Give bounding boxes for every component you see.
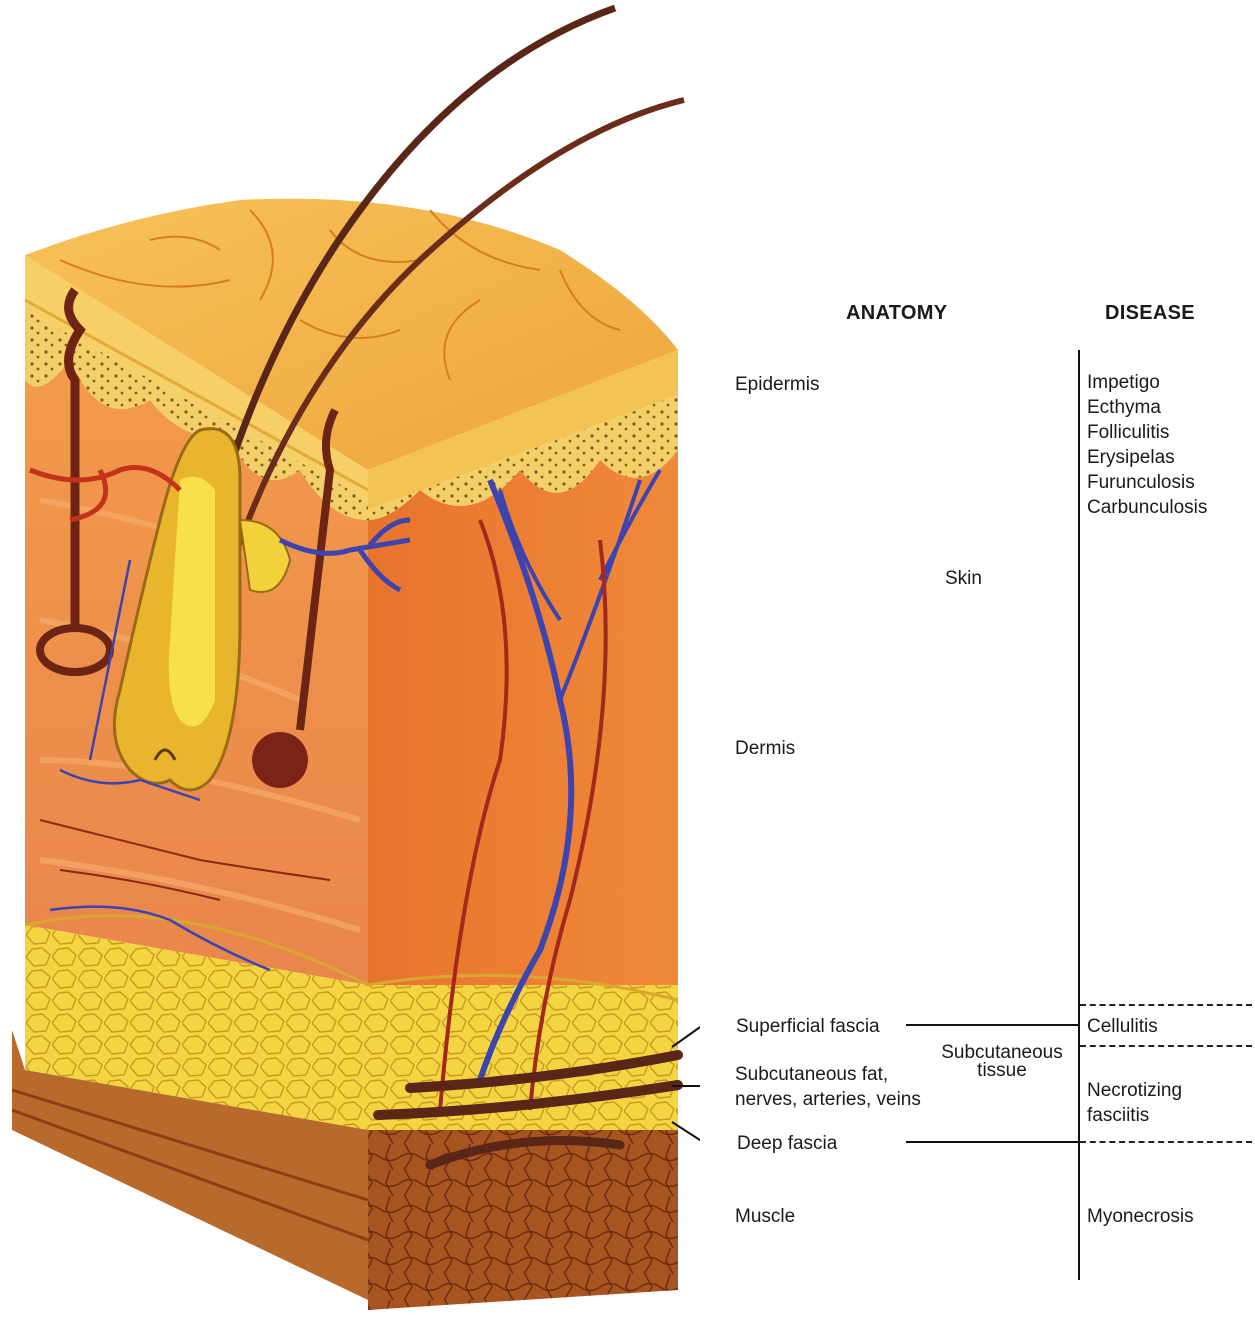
disease-carbunculosis: Carbunculosis	[1087, 495, 1207, 520]
dashed-divider-middle	[1080, 1045, 1252, 1047]
label-deep-fascia: Deep fascia	[737, 1131, 837, 1156]
disease-myonecrosis: Myonecrosis	[1087, 1204, 1194, 1229]
disease-erysipelas: Erysipelas	[1087, 445, 1207, 470]
superficial-fascia-line	[906, 1024, 1078, 1026]
label-muscle: Muscle	[735, 1204, 795, 1229]
label-subcutaneous-tissue-line2: tissue	[934, 1058, 1070, 1083]
label-epidermis: Epidermis	[735, 372, 819, 397]
skin-disease-list: Impetigo Ecthyma Folliculitis Erysipelas…	[1087, 370, 1207, 520]
label-subcutaneous-fat-line1: Subcutaneous fat,	[735, 1062, 888, 1087]
label-subcutaneous-fat-line2: nerves, arteries, veins	[735, 1087, 921, 1112]
dashed-divider-top	[1080, 1004, 1252, 1006]
dashed-divider-bottom	[1080, 1141, 1252, 1143]
label-superficial-fascia: Superficial fascia	[736, 1014, 880, 1039]
anatomy-header: ANATOMY	[846, 302, 947, 325]
skin-cross-section-illustration	[0, 0, 700, 1318]
disease-furunculosis: Furunculosis	[1087, 470, 1207, 495]
disease-folliculitis: Folliculitis	[1087, 420, 1207, 445]
label-dermis: Dermis	[735, 736, 795, 761]
disease-necrotizing-line1: Necrotizing	[1087, 1078, 1182, 1103]
disease-necrotizing-line2: fasciitis	[1087, 1103, 1149, 1128]
label-skin: Skin	[945, 566, 982, 591]
disease-header: DISEASE	[1105, 302, 1195, 325]
disease-cellulitis: Cellulitis	[1087, 1014, 1158, 1039]
deep-fascia-line	[906, 1141, 1078, 1143]
disease-impetigo: Impetigo	[1087, 370, 1207, 395]
disease-ecthyma: Ecthyma	[1087, 395, 1207, 420]
